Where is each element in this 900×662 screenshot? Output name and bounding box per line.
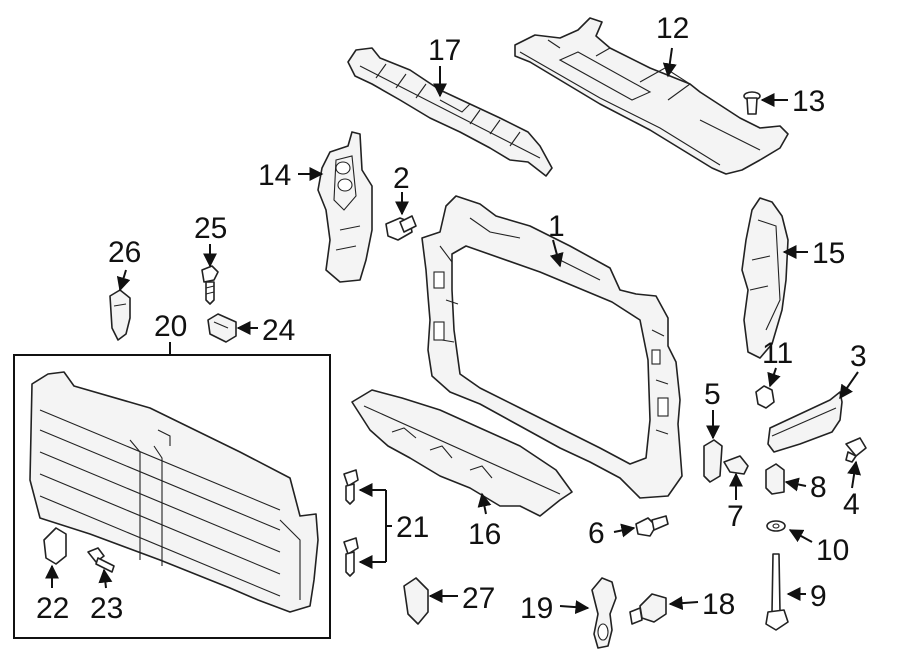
part-1-radiator-support xyxy=(421,195,683,499)
callout-11: 11 xyxy=(762,337,793,370)
callout-26: 26 xyxy=(108,236,141,269)
part-4-bolt xyxy=(845,437,867,463)
part-3-bracket xyxy=(767,391,843,453)
callout-19: 19 xyxy=(520,592,553,625)
callout-16: 16 xyxy=(468,518,501,551)
part-22-actuator xyxy=(43,527,67,565)
part-8-clip xyxy=(765,463,785,495)
part-18-sensor xyxy=(629,593,667,625)
part-20-shutter-assembly xyxy=(29,371,319,613)
callout-2: 2 xyxy=(393,162,410,195)
part-27-clip xyxy=(403,577,429,625)
part-25-bolt xyxy=(201,265,219,305)
callout-6: 6 xyxy=(588,517,605,550)
callout-15: 15 xyxy=(812,237,845,270)
callout-4: 4 xyxy=(843,488,860,521)
part-9-long-bolt xyxy=(765,553,789,631)
part-11-nut xyxy=(755,385,775,409)
part-19-latch-bracket xyxy=(591,577,617,649)
callout-17: 17 xyxy=(428,34,461,67)
part-12-upper-tie-bar xyxy=(514,17,789,175)
part-7-bracket xyxy=(723,455,749,475)
part-23-screw xyxy=(87,547,115,573)
callout-13: 13 xyxy=(792,85,825,118)
callout-24: 24 xyxy=(262,314,295,347)
part-2-bolt xyxy=(385,215,417,241)
part-14-left-air-guide xyxy=(317,131,373,283)
part-24-clip xyxy=(207,313,237,343)
callout-27: 27 xyxy=(462,582,495,615)
part-26-bracket xyxy=(109,289,131,341)
part-16-lower-deflector xyxy=(351,389,573,517)
part-21-bolts xyxy=(343,469,359,577)
part-13-push-pin xyxy=(743,91,761,115)
callout-18: 18 xyxy=(702,588,735,621)
callout-7: 7 xyxy=(727,500,744,533)
part-10-washer xyxy=(766,520,786,532)
callout-1: 1 xyxy=(548,210,565,243)
part-6-bolt xyxy=(635,515,669,537)
callout-12: 12 xyxy=(656,12,689,45)
callout-3: 3 xyxy=(850,340,867,373)
part-15-right-air-guide xyxy=(741,197,789,359)
callout-22: 22 xyxy=(36,592,69,625)
callout-10: 10 xyxy=(816,534,849,567)
callout-23: 23 xyxy=(90,592,123,625)
part-20-group-box xyxy=(13,354,331,639)
callout-25: 25 xyxy=(194,212,227,245)
part-5-bracket xyxy=(703,439,723,483)
leader-lines xyxy=(45,47,862,615)
callout-5: 5 xyxy=(704,378,721,411)
callout-8: 8 xyxy=(810,471,827,504)
part-17-air-deflector xyxy=(347,47,553,177)
callout-14: 14 xyxy=(258,159,291,192)
callout-21: 21 xyxy=(396,511,429,544)
callout-9: 9 xyxy=(810,580,827,613)
callout-20: 20 xyxy=(154,310,187,343)
